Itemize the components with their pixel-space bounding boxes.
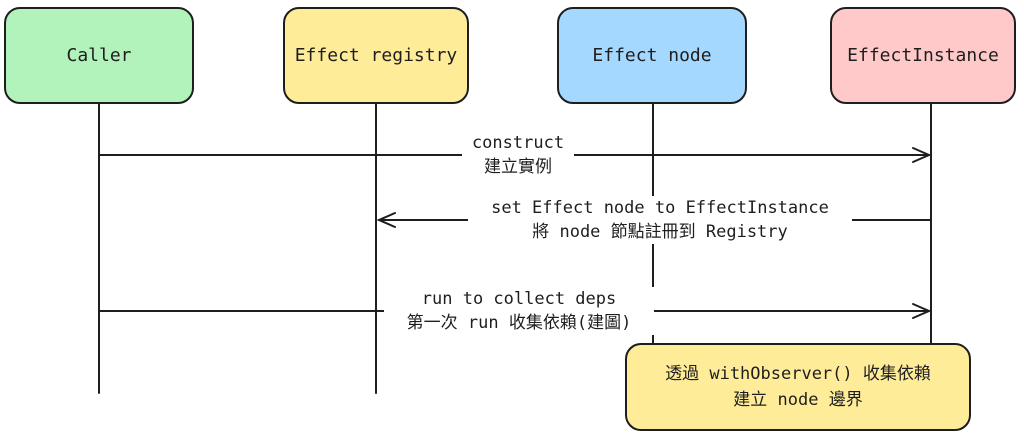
observer-note-line1: 透過 withObserver() 收集依賴 bbox=[665, 364, 931, 384]
construct-message-line1: construct bbox=[471, 133, 565, 153]
actor-effect-node-label: Effect node bbox=[592, 45, 712, 66]
actor-caller-label: Caller bbox=[66, 45, 132, 66]
actor-effect-registry-label: Effect registry bbox=[294, 45, 458, 66]
register-message: set Effect node to EffectInstance 將 node… bbox=[468, 196, 852, 244]
construct-message: construct 建立實例 bbox=[462, 131, 574, 179]
register-message-line1: set Effect node to EffectInstance bbox=[491, 198, 829, 218]
observer-note: 透過 withObserver() 收集依賴 建立 node 邊界 bbox=[625, 343, 971, 431]
construct-message-line2: 建立實例 bbox=[484, 157, 552, 177]
observer-note-line2: 建立 node 邊界 bbox=[733, 390, 863, 410]
register-message-line2: 將 node 節點註冊到 Registry bbox=[532, 222, 788, 242]
actor-effect-node: Effect node bbox=[557, 7, 747, 104]
run-message-line1: run to collect deps bbox=[421, 289, 617, 309]
actor-effect-instance-label: EffectInstance bbox=[847, 45, 999, 66]
actor-effect-registry: Effect registry bbox=[283, 7, 469, 104]
actor-caller: Caller bbox=[4, 7, 194, 104]
run-message-line2: 第一次 run 收集依賴(建圖) bbox=[406, 313, 632, 333]
run-message: run to collect deps 第一次 run 收集依賴(建圖) bbox=[384, 287, 654, 335]
actor-effect-instance: EffectInstance bbox=[830, 7, 1016, 104]
